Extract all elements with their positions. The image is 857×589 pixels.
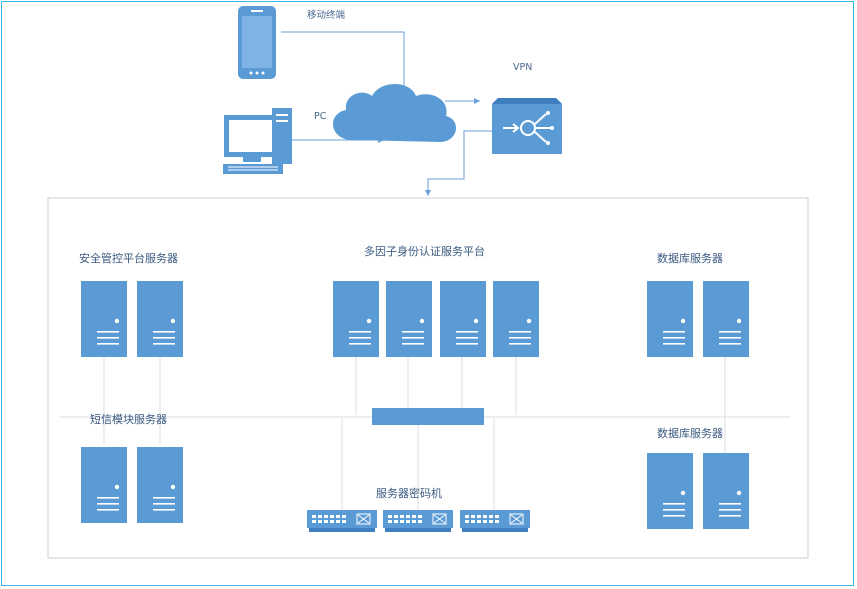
mobile-phone-icon — [238, 6, 276, 79]
vpn-device-icon — [492, 98, 562, 154]
sms-server-1 — [81, 447, 127, 523]
hsm-device-3 — [459, 509, 531, 533]
hsm-device-1 — [306, 509, 378, 533]
security-server-1 — [81, 281, 127, 357]
hsm-label: 服务器密码机 — [376, 487, 442, 500]
mobile-cloud-link — [281, 31, 405, 86]
cloud-icon — [333, 84, 457, 142]
network-panel — [47, 197, 809, 559]
db-server-bottom-1 — [647, 453, 693, 529]
hsm-device-2 — [382, 509, 454, 533]
db-server-bottom-2 — [703, 453, 749, 529]
security-platform-label: 安全管控平台服务器 — [79, 252, 178, 265]
mfa-server-1 — [333, 281, 379, 357]
mfa-server-2 — [386, 281, 432, 357]
db-server-bottom-label: 数据库服务器 — [657, 427, 723, 440]
mfa-platform-label: 多因子身份认证服务平台 — [364, 245, 485, 258]
mfa-server-3 — [440, 281, 486, 357]
vpn-label: VPN — [513, 62, 533, 73]
sms-module-label: 短信模块服务器 — [90, 413, 167, 426]
mobile-label: 移动终端 — [307, 10, 346, 21]
pc-icon — [223, 108, 292, 174]
vpn-network-link — [425, 130, 492, 196]
db-server-top-2 — [703, 281, 749, 357]
network-switch — [372, 408, 484, 425]
security-server-2 — [137, 281, 183, 357]
pc-label: PC — [314, 111, 327, 122]
db-server-top-1 — [647, 281, 693, 357]
sms-server-2 — [137, 447, 183, 523]
db-server-top-label: 数据库服务器 — [657, 252, 723, 265]
mfa-server-4 — [493, 281, 539, 357]
